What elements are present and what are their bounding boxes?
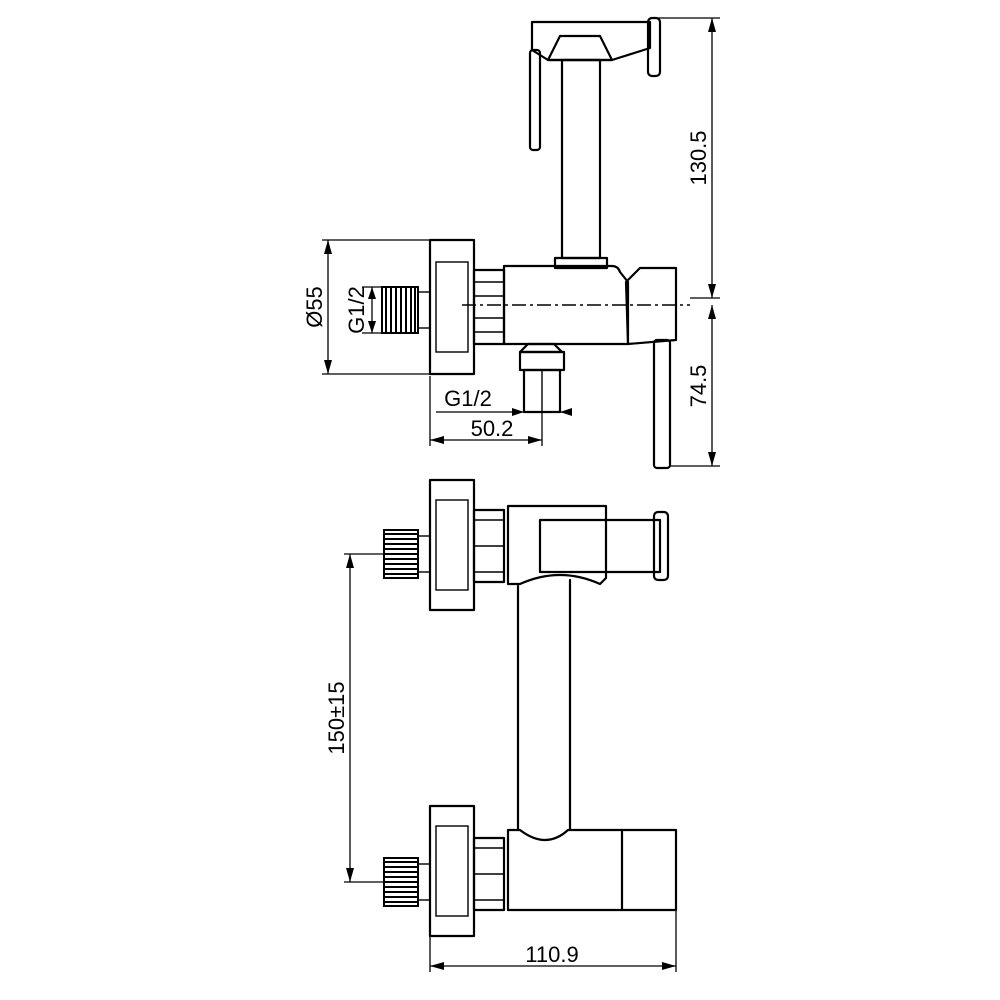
dim-label-thread-side: G1/2 (344, 286, 369, 334)
dim-label-130-5: 130.5 (686, 130, 711, 185)
dim-label-thread-bottom: G1/2 (444, 386, 492, 411)
lower-thread (383, 857, 431, 907)
side-thread (381, 286, 431, 334)
front-lever (538, 510, 670, 582)
side-view (381, 16, 690, 470)
dim-label-depth: 50.2 (471, 416, 514, 441)
dim-label-center-distance: 150±15 (324, 681, 349, 754)
dim-label-diameter: Ø55 (302, 286, 327, 328)
riser-tube (560, 58, 602, 260)
upper-thread (383, 529, 431, 579)
dim-label-width: 110.9 (525, 942, 578, 967)
lever-handle (624, 266, 678, 470)
upper-hex-nut (472, 508, 506, 584)
dim-label-74-5: 74.5 (686, 365, 711, 408)
flange-inner (435, 261, 469, 353)
dimension-lines (322, 17, 720, 972)
vertical-pipe (516, 578, 572, 832)
hex-nut-side (472, 268, 506, 346)
sprayer-head (528, 16, 662, 152)
lower-body (506, 828, 678, 912)
lower-hex-nut (472, 836, 506, 912)
bottom-outlet (518, 342, 566, 414)
front-view (383, 478, 678, 938)
upper-body (506, 504, 608, 586)
